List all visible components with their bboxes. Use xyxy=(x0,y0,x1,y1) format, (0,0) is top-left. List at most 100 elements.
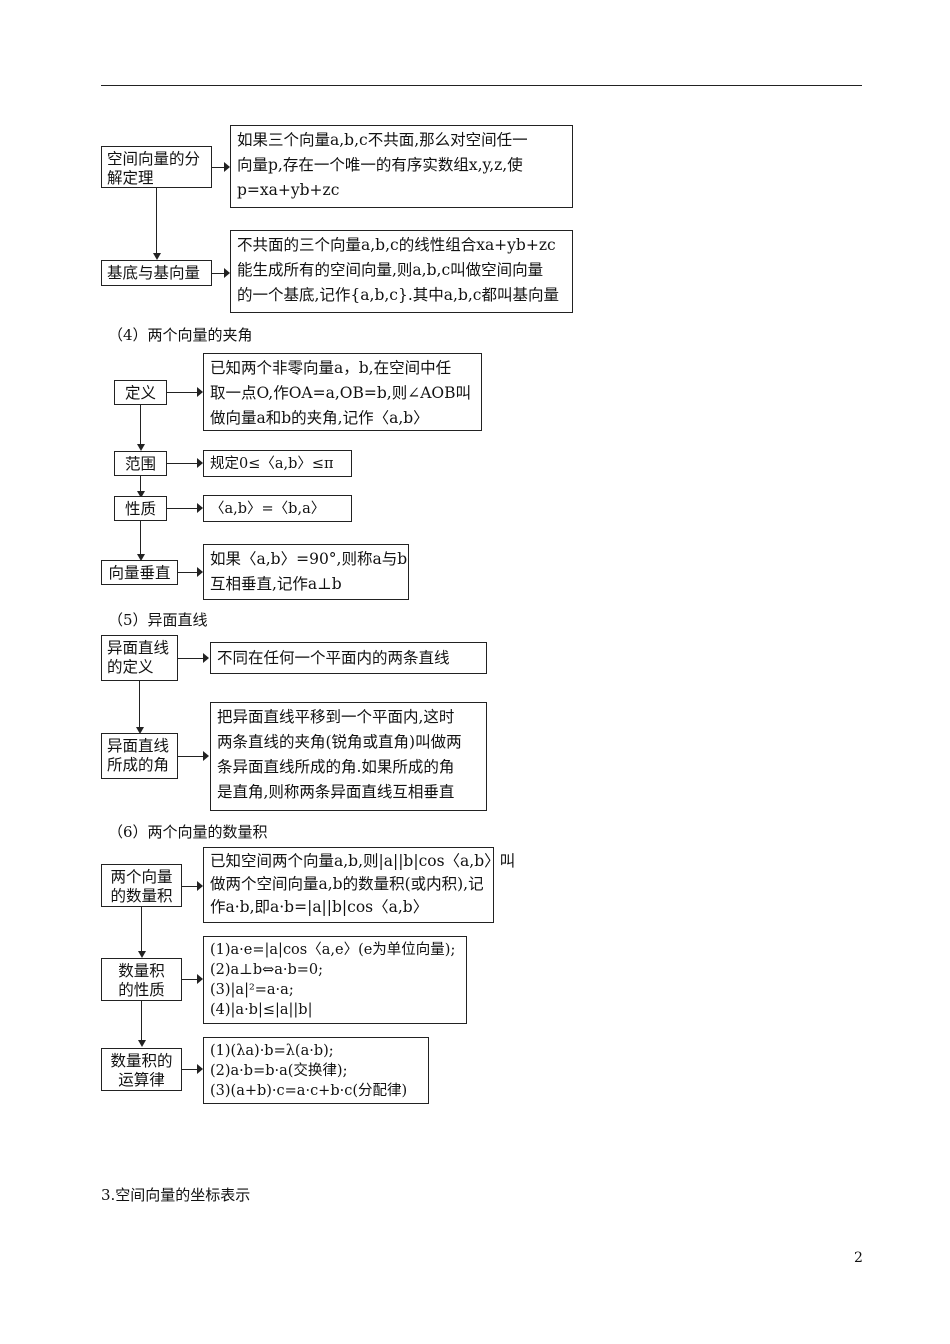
connector-line xyxy=(182,979,197,980)
arrow-right-icon xyxy=(197,387,203,397)
skew-definition-label-box: 异面直线 的定义 xyxy=(101,635,178,681)
decomposition-label-box: 空间向量的分 解定理 xyxy=(101,146,212,188)
dot-properties-content-box: (1)a·e=|a|cos〈a,e〉(e为单位向量); (2)a⊥b⇔a·b=0… xyxy=(203,936,467,1024)
connector-line xyxy=(139,681,140,731)
skew-angle-content-line2: 两条直线的夹角(锐角或直角)叫做两 xyxy=(217,733,462,751)
angle-range-label: 范围 xyxy=(124,455,156,473)
skew-angle-content-line4: 是直角,则称两条异面直线互相垂直 xyxy=(217,783,455,801)
decomposition-content-line2: 向量p,存在一个唯一的有序实数组x,y,z,使 xyxy=(237,156,523,174)
arrow-right-icon xyxy=(197,458,203,468)
connector-line xyxy=(140,405,141,449)
dot-properties-content-line3: (3)|a|²=a·a; xyxy=(210,982,294,998)
dot-definition-label-box: 两个向量 的数量积 xyxy=(101,864,182,907)
connector-line xyxy=(167,392,197,393)
arrow-down-icon xyxy=(137,491,145,498)
page-number: 2 xyxy=(854,1250,863,1266)
dot-laws-content-line1: (1)(λa)·b=λ(a·b); xyxy=(210,1043,334,1059)
arrow-down-icon xyxy=(138,1040,146,1047)
skew-definition-label-line1: 异面直线 xyxy=(107,639,170,657)
skew-angle-content-line3: 条异面直线所成的角.如果所成的角 xyxy=(217,758,455,776)
angle-definition-content-line2: 取一点O,作OA=a,OB=b,则∠AOB叫 xyxy=(210,384,471,402)
connector-line xyxy=(178,756,203,757)
basis-content-line1: 不共面的三个向量a,b,c的线性组合xa+yb+zc xyxy=(237,236,556,254)
arrow-right-icon xyxy=(197,503,203,513)
connector-line xyxy=(212,167,224,168)
arrow-down-icon xyxy=(138,951,146,958)
arrow-right-icon xyxy=(197,881,203,891)
basis-label: 基底与基向量 xyxy=(107,264,201,282)
decomposition-label-line1: 空间向量的分 xyxy=(107,150,201,168)
connector-line xyxy=(167,463,197,464)
skew-definition-content-box: 不同在任何一个平面内的两条直线 xyxy=(210,642,487,674)
dot-laws-label-box: 数量积的 运算律 xyxy=(101,1048,182,1091)
arrow-down-icon xyxy=(137,554,145,561)
skew-angle-label-box: 异面直线 所成的角 xyxy=(101,733,178,779)
arrow-right-icon xyxy=(197,974,203,984)
angle-definition-label-box: 定义 xyxy=(114,380,167,405)
arrow-right-icon xyxy=(197,1064,203,1074)
connector-line xyxy=(178,658,203,659)
angle-definition-content-line3: 做向量a和b的夹角,记作〈a,b〉 xyxy=(210,409,429,427)
connector-line xyxy=(212,273,224,274)
dot-properties-content-line2: (2)a⊥b⇔a·b=0; xyxy=(210,962,324,978)
arrow-right-icon xyxy=(224,268,230,278)
arrow-down-icon xyxy=(136,727,144,734)
arrow-right-icon xyxy=(203,751,209,761)
skew-angle-content-box: 把异面直线平移到一个平面内,这时 两条直线的夹角(锐角或直角)叫做两 条异面直线… xyxy=(210,702,487,811)
angle-definition-label: 定义 xyxy=(124,384,156,402)
connector-line xyxy=(140,521,141,559)
connector-line xyxy=(178,572,197,573)
arrow-right-icon xyxy=(203,653,209,663)
dot-definition-content-box: 已知空间两个向量a,b,则|a||b|cos〈a,b〉叫 做两个空间向量a,b的… xyxy=(203,847,516,923)
arrow-down-icon xyxy=(137,444,145,451)
angle-property-content-box: 〈a,b〉=〈b,a〉 xyxy=(203,495,352,522)
skew-definition-label-line2: 的定义 xyxy=(107,658,154,676)
angle-definition-content-line1: 已知两个非零向量a，b,在空间中任 xyxy=(210,359,452,377)
basis-content-line2: 能生成所有的空间向量,则a,b,c叫做空间向量 xyxy=(237,261,544,279)
dot-properties-label-line1: 数量积 xyxy=(118,962,165,980)
section-heading-4: （4）两个向量的夹角 xyxy=(108,326,253,344)
skew-angle-label-line1: 异面直线 xyxy=(107,737,170,755)
angle-range-label-box: 范围 xyxy=(114,451,167,476)
dot-definition-content-line1: 已知空间两个向量a,b,则|a||b|cos〈a,b〉叫 xyxy=(210,852,516,870)
dot-laws-content-line2: (2)a·b=b·a(交换律); xyxy=(210,1063,348,1079)
header-rule xyxy=(101,85,862,86)
angle-property-content: 〈a,b〉=〈b,a〉 xyxy=(210,501,326,517)
connector-line xyxy=(141,907,142,955)
dot-laws-label-line2: 运算律 xyxy=(118,1071,165,1089)
vector-perpendicular-label-box: 向量垂直 xyxy=(101,560,178,585)
connector-line xyxy=(182,1069,197,1070)
dot-laws-content-line3: (3)(a+b)·c=a·c+b·c(分配律) xyxy=(210,1083,408,1099)
basis-label-box: 基底与基向量 xyxy=(101,260,212,286)
angle-range-content-box: 规定0≤〈a,b〉≤π xyxy=(203,450,352,477)
decomposition-label-line2: 解定理 xyxy=(107,169,154,187)
skew-angle-content-line1: 把异面直线平移到一个平面内,这时 xyxy=(217,708,455,726)
dot-properties-content-line1: (1)a·e=|a|cos〈a,e〉(e为单位向量); xyxy=(210,942,456,958)
arrow-down-icon xyxy=(153,253,161,260)
basis-content-line3: 的一个基底,记作{a,b,c}.其中a,b,c都叫基向量 xyxy=(237,286,559,304)
dot-definition-content-line3: 作a·b,即a·b=|a||b|cos〈a,b〉 xyxy=(210,898,429,916)
decomposition-content-line1: 如果三个向量a,b,c不共面,那么对空间任一 xyxy=(237,131,528,149)
dot-properties-label-line2: 的性质 xyxy=(118,981,165,999)
angle-range-content: 规定0≤〈a,b〉≤π xyxy=(210,456,334,472)
dot-definition-content-line2: 做两个空间向量a,b的数量积(或内积),记 xyxy=(210,875,484,893)
basis-content-box: 不共面的三个向量a,b,c的线性组合xa+yb+zc 能生成所有的空间向量,则a… xyxy=(230,230,573,313)
angle-property-label-box: 性质 xyxy=(114,496,167,521)
skew-definition-content: 不同在任何一个平面内的两条直线 xyxy=(217,649,450,667)
dot-definition-label-line1: 两个向量 xyxy=(110,868,173,886)
dot-laws-content-box: (1)(λa)·b=λ(a·b); (2)a·b=b·a(交换律); (3)(a… xyxy=(203,1037,429,1104)
section-heading-3: 3.空间向量的坐标表示 xyxy=(101,1186,251,1204)
connector-line xyxy=(141,1001,142,1044)
skew-angle-label-line2: 所成的角 xyxy=(107,756,170,774)
section-heading-6: （6）两个向量的数量积 xyxy=(108,823,268,841)
vector-perpendicular-content-line1: 如果〈a,b〉=90°,则称a与b xyxy=(210,550,408,568)
vector-perpendicular-label: 向量垂直 xyxy=(108,564,171,582)
dot-properties-label-box: 数量积 的性质 xyxy=(101,958,182,1001)
arrow-right-icon xyxy=(224,162,230,172)
dot-properties-content-line4: (4)|a·b|≤|a||b| xyxy=(210,1002,313,1018)
dot-laws-label-line1: 数量积的 xyxy=(110,1052,173,1070)
connector-line xyxy=(156,188,157,254)
connector-line xyxy=(167,508,197,509)
decomposition-content-box: 如果三个向量a,b,c不共面,那么对空间任一 向量p,存在一个唯一的有序实数组x… xyxy=(230,125,573,208)
connector-line xyxy=(140,476,141,496)
